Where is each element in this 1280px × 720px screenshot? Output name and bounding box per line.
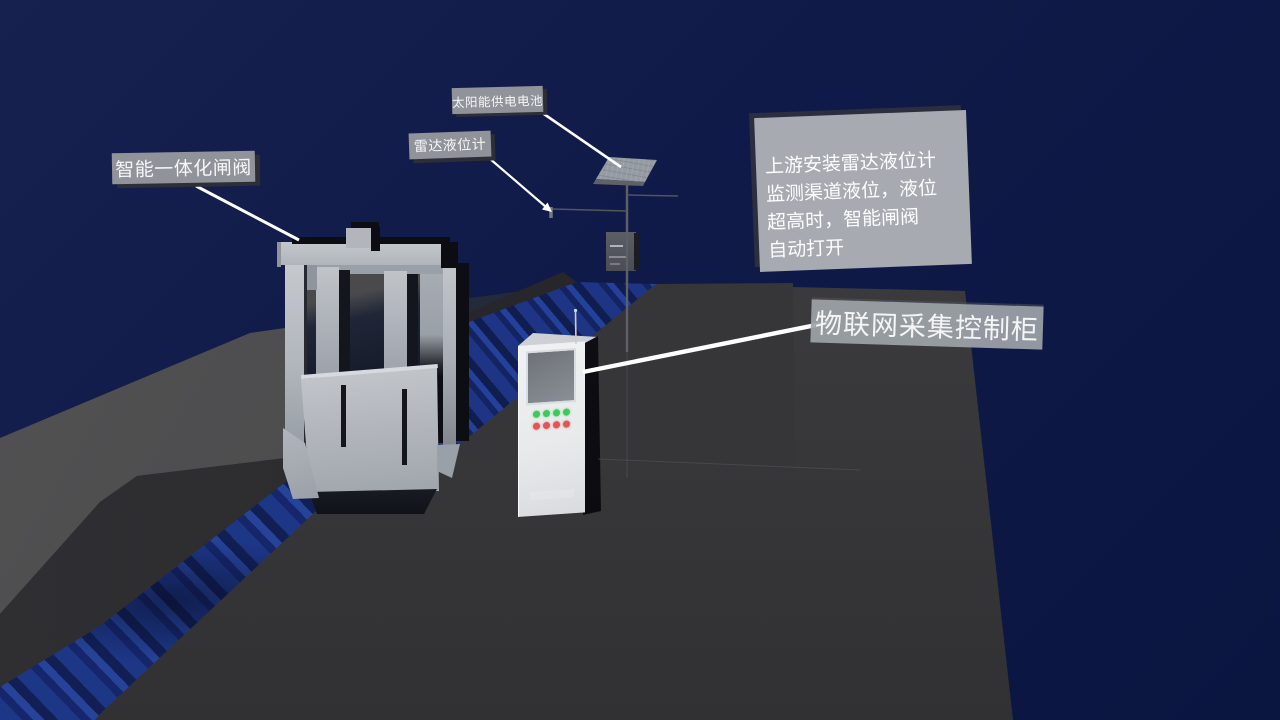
gate-screw-column-right-side <box>407 274 418 393</box>
info-box-text: 上游安装雷达液位计 监测渠道液位，液位 超高时，智能闸阀 自动打开 <box>764 149 938 262</box>
label-radar-gauge: 雷达液位计 <box>408 130 492 160</box>
pole-right-arm <box>626 194 679 197</box>
gate-left-pillar <box>285 259 305 446</box>
telemetry-box-side <box>634 233 639 270</box>
pole-left-arm <box>551 208 628 212</box>
gate-screw-column-left-side <box>339 270 350 391</box>
cabinet-antenna-tip <box>573 308 578 313</box>
label-gate-valve-text: 智能一体化闸阀 <box>115 156 252 182</box>
leader-line-radar <box>488 157 547 208</box>
ground-cable <box>597 458 861 471</box>
gate-leaf-rod-right <box>402 389 407 465</box>
leader-line-gate <box>195 184 300 242</box>
gate-right-pillar-side <box>443 263 456 445</box>
telemetry-box-text <box>610 263 620 265</box>
gate-actuator-side <box>371 227 380 251</box>
radar-arrowhead-icon <box>542 202 552 212</box>
leader-line-solar <box>540 110 622 169</box>
gate-actuator-box <box>346 228 371 248</box>
gate-screw-column-left <box>316 267 339 390</box>
telemetry-box <box>606 232 636 271</box>
label-solar-battery: 太阳能供电电池 <box>451 85 544 115</box>
telemetry-box-text <box>609 256 626 258</box>
label-solar-battery-text: 太阳能供电电池 <box>451 92 544 110</box>
label-radar-gauge-text: 雷达液位计 <box>413 136 487 156</box>
gate-top-beam-left-edge <box>277 242 281 267</box>
leader-line-cabinet <box>582 319 832 375</box>
label-gate-valve: 智能一体化闸阀 <box>111 150 256 185</box>
label-iot-cabinet-text: 物联网采集控制柜 <box>814 308 1040 347</box>
gate-top-beam <box>277 242 457 265</box>
gate-left-pillar-edge <box>304 262 307 446</box>
gate-actuator-top <box>351 222 379 229</box>
telemetry-box-text <box>610 245 623 247</box>
gate-leaf-rod-left <box>341 385 346 447</box>
gate-top-beam-cap <box>441 242 458 268</box>
gate-screw-column-right <box>384 271 407 392</box>
gate-leaf-shadow <box>309 489 437 514</box>
gate-leaf-plate <box>301 367 439 496</box>
info-box: 上游安装雷达液位计 监测渠道液位，液位 超高时，智能闸阀 自动打开 <box>754 109 972 273</box>
label-iot-cabinet: 物联网采集控制柜 <box>810 299 1044 350</box>
gate-left-pillar-bracket <box>305 262 317 290</box>
solar-panel-edge <box>593 179 645 186</box>
cabinet-antenna <box>574 311 577 345</box>
gate-right-pillar-dark-side <box>456 263 469 441</box>
